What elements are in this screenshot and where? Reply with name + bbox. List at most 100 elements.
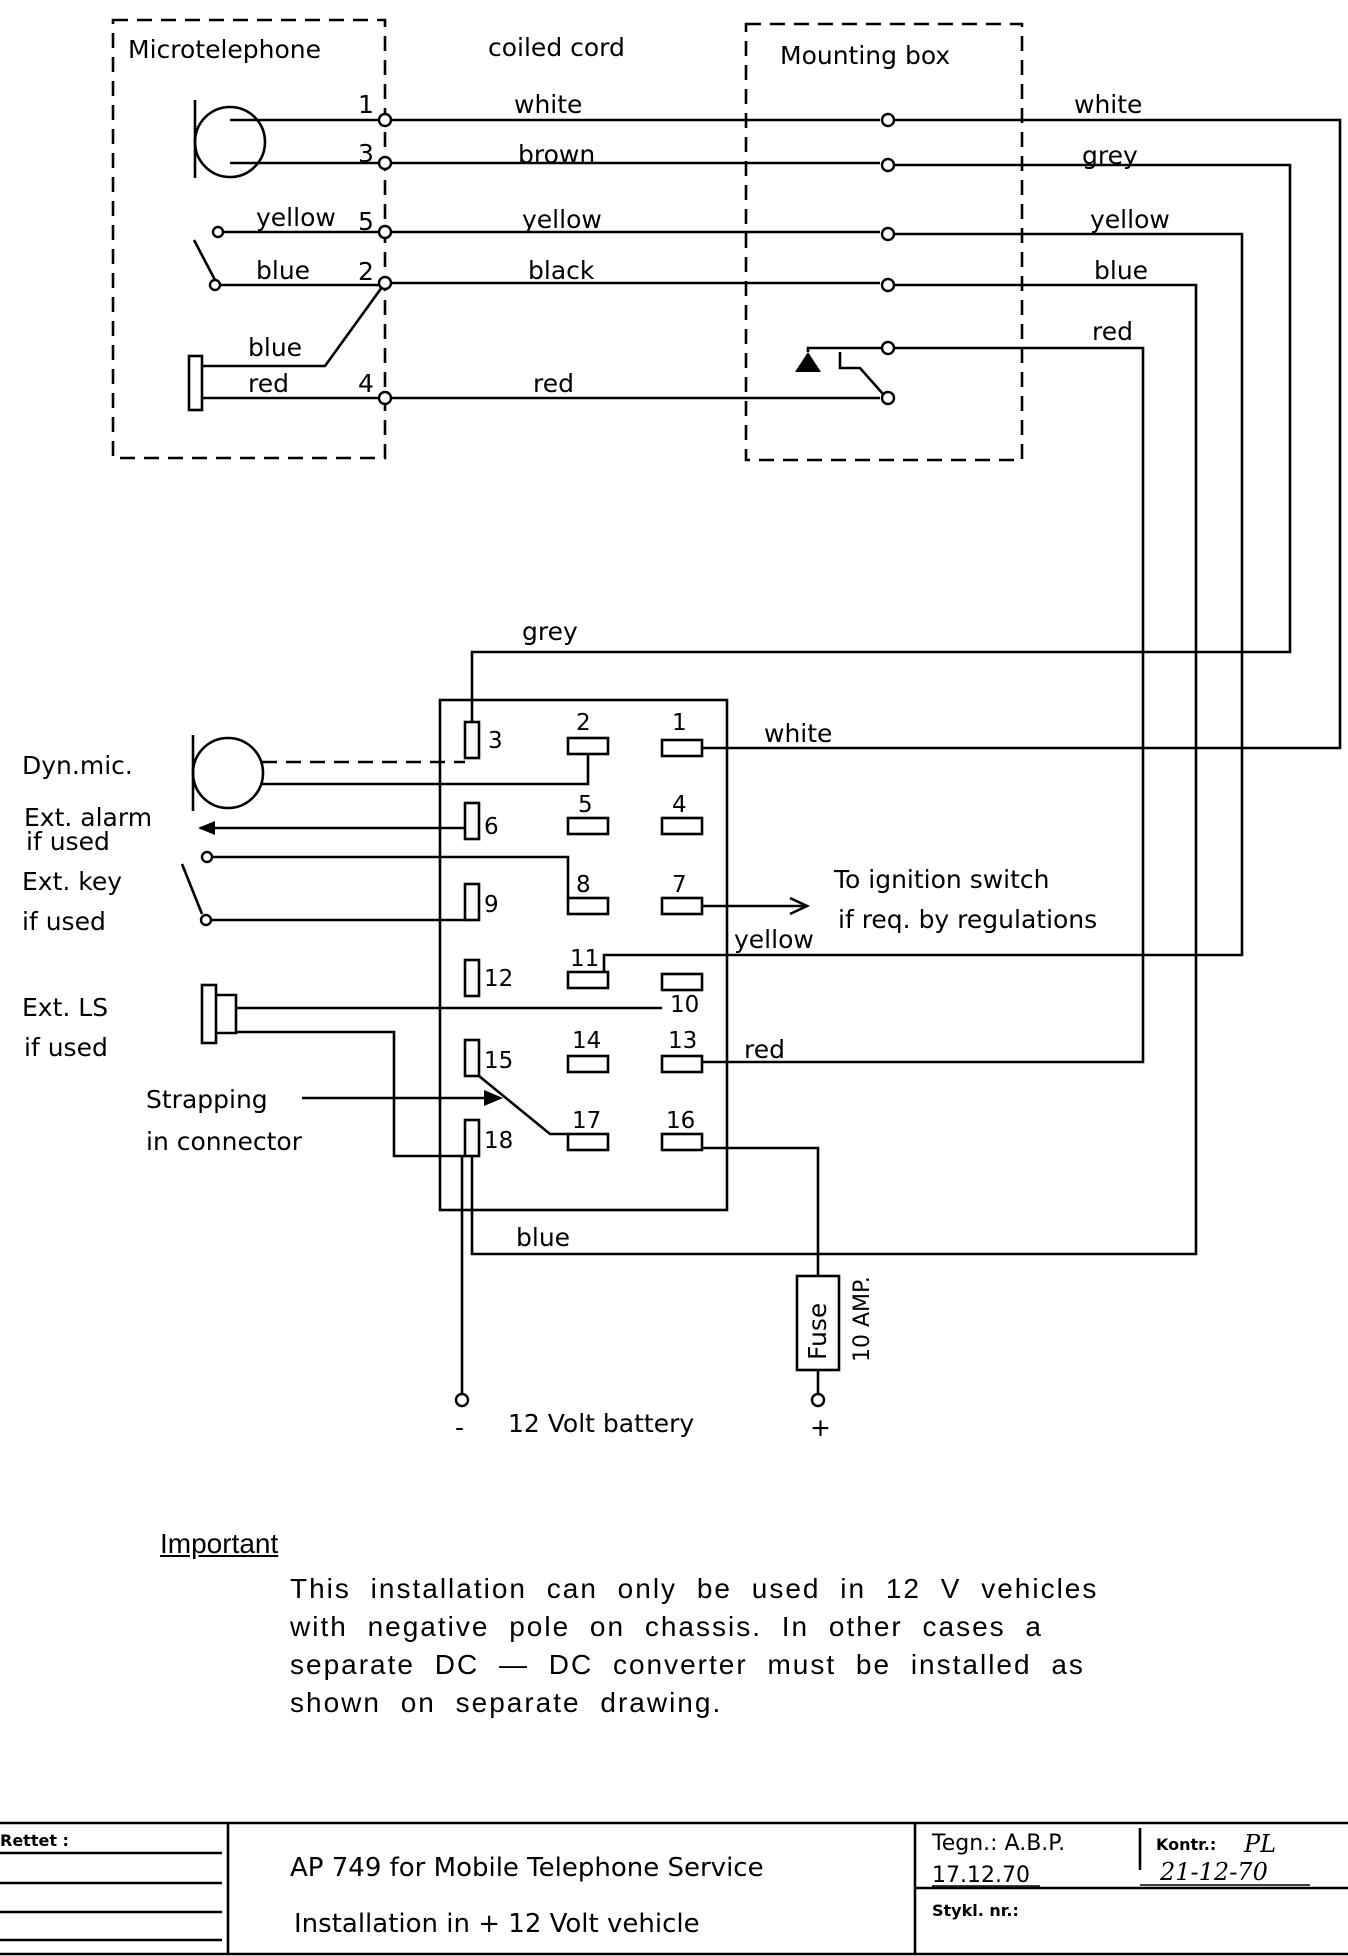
battery-plus-label: + bbox=[810, 1413, 831, 1442]
kontr-date: 21-12-70 bbox=[1159, 1858, 1268, 1886]
box-wire-blue-label: blue bbox=[1094, 256, 1148, 285]
mic-wire-blue-label: blue bbox=[248, 333, 302, 362]
pin-6-label: 6 bbox=[484, 814, 499, 840]
hook-switch-icon bbox=[192, 239, 217, 281]
ext-alarm-if-used-label: if used bbox=[26, 827, 110, 856]
battery-plus-terminal-icon bbox=[810, 1392, 826, 1408]
pin-11-terminal bbox=[566, 970, 610, 990]
pin-2-terminal bbox=[566, 736, 610, 756]
microtelephone-box: Microtelephone yellow blue blue red 1 3 … bbox=[111, 18, 387, 460]
mounting-box-title: Mounting box bbox=[780, 41, 950, 70]
pin-8-terminal bbox=[566, 896, 610, 916]
box-wire-red-label: red bbox=[1092, 317, 1133, 346]
drawing-title: AP 749 for Mobile Telephone Service bbox=[290, 1853, 764, 1883]
pin-9-terminal bbox=[463, 882, 481, 922]
battery-minus-label: - bbox=[455, 1413, 464, 1442]
pin-5-terminal bbox=[566, 816, 610, 836]
pin-17-terminal bbox=[566, 1132, 610, 1152]
connector-wire-red-label: red bbox=[744, 1035, 785, 1064]
microtelephone-title: Microtelephone bbox=[128, 35, 321, 64]
pin-16-terminal bbox=[660, 1132, 704, 1152]
mounting-box: Mounting box white grey yellow blue red bbox=[470, 22, 1342, 1256]
pin-7-label: 7 bbox=[672, 872, 687, 898]
handset-pin-5: 5 bbox=[358, 207, 374, 236]
cord-wire-yellow-label: yellow bbox=[522, 205, 602, 234]
pin-12-terminal bbox=[463, 958, 481, 998]
ext-alarm-arrow-icon bbox=[198, 821, 215, 835]
tegn-date: 17.12.70 bbox=[932, 1863, 1030, 1888]
pin-15-terminal bbox=[463, 1038, 481, 1078]
pin-6-terminal bbox=[463, 801, 481, 841]
pin-3-label: 3 bbox=[488, 728, 503, 754]
pin-1-terminal bbox=[660, 738, 704, 758]
pin-18-label: 18 bbox=[484, 1128, 513, 1154]
ext-ls-label: Ext. LS bbox=[22, 993, 108, 1022]
ignition-regulations-label: if req. by regulations bbox=[838, 905, 1097, 934]
pin-13-label: 13 bbox=[668, 1028, 697, 1054]
hook-switch-contact-icon bbox=[211, 225, 225, 239]
box-wire-white-label: white bbox=[1074, 90, 1142, 119]
pin-5-label: 5 bbox=[578, 792, 593, 818]
kontr-signature: PL bbox=[1243, 1830, 1276, 1858]
switch-wire-yellow-label: yellow bbox=[256, 203, 336, 232]
power-supply: - + Fuse 10 AMP. 12 Volt battery bbox=[454, 1146, 875, 1442]
ext-key-label: Ext. key bbox=[22, 867, 122, 896]
pin-3-terminal bbox=[463, 720, 481, 760]
coiled-cord: coiled cord white brown yellow black red bbox=[377, 33, 880, 406]
battery-minus-terminal-icon bbox=[454, 1392, 470, 1408]
cradle-switch-icon bbox=[795, 352, 821, 372]
pin-14-terminal bbox=[566, 1054, 610, 1074]
pin-18-terminal bbox=[463, 1118, 481, 1158]
box-wire-grey-label: grey bbox=[1082, 141, 1138, 170]
pin-16-label: 16 bbox=[666, 1108, 695, 1134]
pin-8-label: 8 bbox=[576, 872, 591, 898]
pin-12-label: 12 bbox=[484, 966, 513, 992]
fuse-label: Fuse bbox=[803, 1303, 832, 1360]
stykl-label: Stykl. nr.: bbox=[932, 1901, 1019, 1920]
connector-wire-yellow-label: yellow bbox=[734, 925, 814, 954]
pin-11-label: 11 bbox=[570, 946, 599, 972]
ext-key-if-used-label: if used bbox=[22, 907, 106, 936]
important-note: This installation can only be used in 12… bbox=[290, 1573, 1099, 1718]
switch-wire-blue-label: blue bbox=[256, 256, 310, 285]
tegn-label: Tegn.: A.B.P. bbox=[931, 1831, 1065, 1856]
handset-pin-3: 3 bbox=[358, 139, 374, 168]
ext-ls-if-used-label: if used bbox=[24, 1033, 108, 1062]
connector-wire-blue-label: blue bbox=[516, 1223, 570, 1252]
earpiece-icon bbox=[193, 105, 267, 179]
connector-wire-grey-label: grey bbox=[522, 617, 578, 646]
pin-13-terminal bbox=[660, 1054, 704, 1074]
pin-10-terminal bbox=[660, 972, 704, 992]
ext-loudspeaker-icon bbox=[200, 983, 218, 1045]
ext-alarm-label: Ext. alarm bbox=[24, 803, 152, 832]
cord-wire-red-label: red bbox=[533, 369, 574, 398]
drawing-subtitle: Installation in + 12 Volt vehicle bbox=[294, 1909, 700, 1939]
strapping-label: Strapping bbox=[146, 1085, 268, 1114]
dyn-mic-label: Dyn.mic. bbox=[22, 751, 133, 780]
kontr-label: Kontr.: bbox=[1156, 1835, 1216, 1854]
pin-7-terminal bbox=[660, 896, 704, 916]
title-block: Rettet : AP 749 for Mobile Telephone Ser… bbox=[0, 1821, 1348, 1956]
ext-key-contact-icon bbox=[200, 850, 214, 864]
pin-14-label: 14 bbox=[572, 1028, 601, 1054]
pin-4-terminal bbox=[660, 816, 704, 836]
pin-10-label: 10 bbox=[670, 992, 699, 1018]
coiled-cord-title: coiled cord bbox=[488, 33, 625, 62]
peripherals: Dyn.mic. Ext. alarm if used Ext. key if … bbox=[22, 735, 1097, 1158]
handset-pin-2: 2 bbox=[358, 257, 374, 286]
ignition-switch-label: To ignition switch bbox=[833, 865, 1050, 894]
connector-body bbox=[438, 698, 729, 1212]
important-heading: Important bbox=[160, 1528, 279, 1559]
pin-9-label: 9 bbox=[484, 892, 499, 918]
mic-wire-red-label: red bbox=[248, 369, 289, 398]
pin-4-label: 4 bbox=[672, 792, 687, 818]
rettet-label: Rettet : bbox=[0, 1831, 69, 1850]
cord-wire-black-label: black bbox=[528, 256, 595, 285]
ext-key-switch-icon bbox=[180, 863, 204, 915]
strapping-connector-label: in connector bbox=[146, 1127, 303, 1156]
battery-label: 12 Volt battery bbox=[508, 1409, 694, 1438]
fuse-rating-label: 10 AMP. bbox=[850, 1276, 875, 1362]
cord-wire-brown-label: brown bbox=[518, 140, 595, 169]
pin-17-label: 17 bbox=[572, 1108, 601, 1134]
strapping-arrow-icon bbox=[484, 1090, 503, 1106]
